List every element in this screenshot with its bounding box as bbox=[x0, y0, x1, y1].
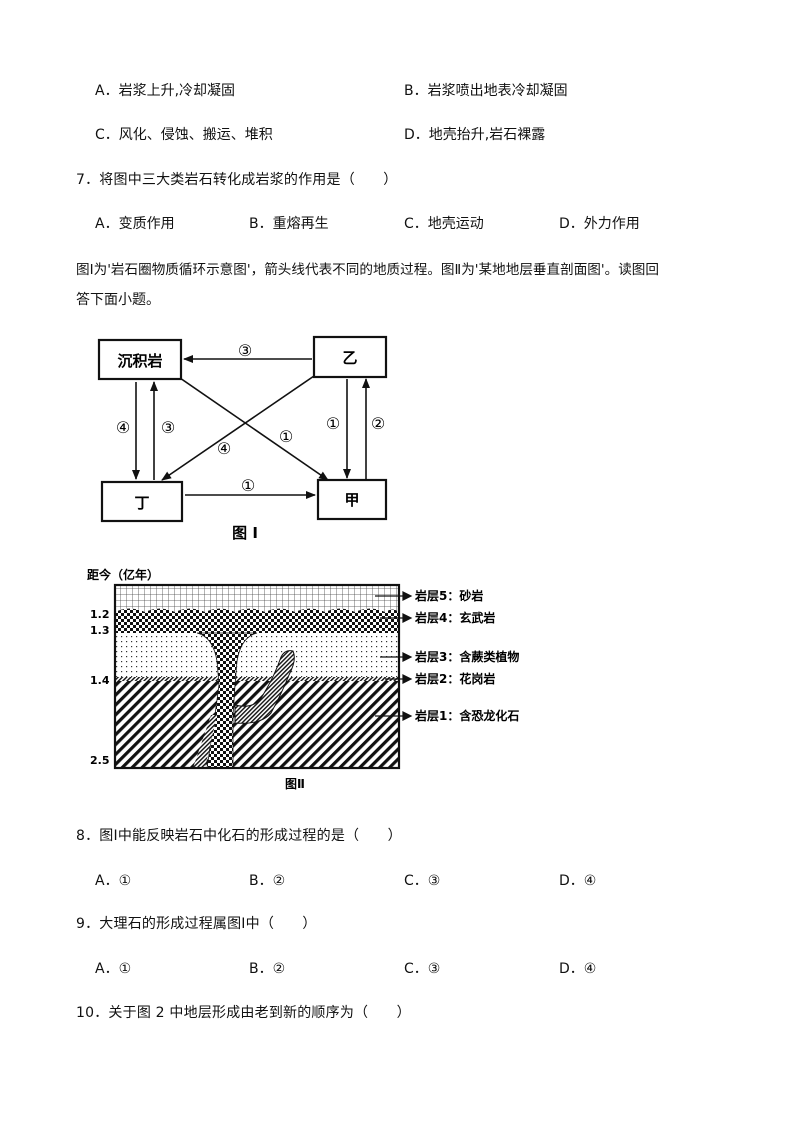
label-layer-1: 岩层1：含恐龙化石 bbox=[414, 708, 519, 723]
section-frame bbox=[113, 583, 401, 770]
box-jia bbox=[316, 478, 388, 521]
tick-1-2: 1.2 bbox=[90, 608, 110, 621]
layer-1 bbox=[115, 675, 399, 768]
label-bottom: ① bbox=[241, 476, 255, 495]
intro-line-2: 答下面小题。 bbox=[76, 292, 160, 308]
box-yi bbox=[312, 335, 388, 379]
label-left-down: ④ bbox=[116, 418, 130, 437]
figure2-caption: 图Ⅱ bbox=[285, 777, 305, 791]
box-yi-label: 乙 bbox=[342, 349, 357, 367]
label-layer-4: 岩层4：玄武岩 bbox=[414, 610, 495, 625]
q7-option-a: A．变质作用 bbox=[95, 216, 175, 232]
label-right-up: ② bbox=[371, 414, 385, 433]
q9-stem: 9．大理石的形成过程属图Ⅰ中（ ） bbox=[76, 916, 317, 932]
tick-2-5: 2.5 bbox=[90, 754, 110, 767]
q8-option-d: D．④ bbox=[559, 873, 597, 889]
q9-option-a: A．① bbox=[95, 961, 132, 977]
box-ding bbox=[100, 480, 184, 523]
layer-5 bbox=[115, 585, 399, 612]
label-layer-2: 岩层2：花岗岩 bbox=[414, 671, 495, 686]
intro-line-1: 图Ⅰ为'岩石圈物质循环示意图'，箭头线代表不同的地质过程。图Ⅱ为'某地地层垂直剖… bbox=[76, 262, 659, 278]
q6-option-b: B．岩浆喷出地表冷却凝固 bbox=[404, 83, 568, 99]
arrow-sed-to-jia bbox=[179, 377, 329, 481]
label-top: ③ bbox=[238, 341, 252, 360]
box-sedimentary-label: 沉积岩 bbox=[117, 352, 162, 370]
q7-option-b: B．重熔再生 bbox=[249, 216, 329, 232]
label-layer-3: 岩层3：含蕨类植物 bbox=[414, 649, 519, 664]
q8-option-a: A．① bbox=[95, 873, 132, 889]
figure1-caption: 图 I bbox=[232, 524, 258, 542]
box-sedimentary bbox=[97, 338, 183, 381]
granite-root bbox=[193, 715, 217, 768]
q8-option-b: B．② bbox=[249, 873, 286, 889]
granite-dike bbox=[234, 650, 295, 724]
q8-stem: 8．图Ⅰ中能反映岩石中化石的形成过程的是（ ） bbox=[76, 828, 402, 844]
q7-stem: 7．将图中三大类岩石转化成岩浆的作用是（ ） bbox=[76, 172, 398, 188]
q9-option-b: B．② bbox=[249, 961, 286, 977]
q8-option-c: C．③ bbox=[404, 873, 441, 889]
q6-option-a: A．岩浆上升,冷却凝固 bbox=[95, 83, 236, 99]
label-left-up: ③ bbox=[161, 418, 175, 437]
box-ding-label: 丁 bbox=[134, 494, 149, 512]
q6-option-c: C．风化、侵蚀、搬运、堆积 bbox=[95, 127, 273, 143]
label-diag-a: ④ bbox=[217, 439, 231, 458]
basalt-dike bbox=[196, 632, 258, 768]
tick-1-4: 1.4 bbox=[90, 674, 110, 687]
label-layer-5: 岩层5：砂岩 bbox=[414, 588, 483, 603]
q9-option-d: D．④ bbox=[559, 961, 597, 977]
q10-stem: 10．关于图 2 中地层形成由老到新的顺序为（ ） bbox=[76, 1005, 411, 1021]
arrow-yi-to-ding bbox=[161, 375, 315, 481]
axis-title: 距今（亿年） bbox=[87, 567, 159, 582]
figure-rock-cycle: 沉积岩 乙 丁 甲 ③ ④ ③ ④ ① ① ② ① 图 I bbox=[97, 335, 388, 542]
q7-option-c: C．地壳运动 bbox=[404, 216, 484, 232]
q6-option-d: D．地壳抬升,岩石裸露 bbox=[404, 127, 546, 143]
tick-1-3: 1.3 bbox=[90, 624, 110, 637]
layer-4 bbox=[115, 608, 399, 633]
box-jia-label: 甲 bbox=[344, 491, 359, 509]
figure-strata-section: 距今（亿年） 1.2 1.3 1.4 2.5 岩层5：砂岩 岩层4：玄武岩 岩层… bbox=[87, 567, 519, 791]
q9-option-c: C．③ bbox=[404, 961, 441, 977]
q7-option-d: D．外力作用 bbox=[559, 216, 640, 232]
layer-3 bbox=[115, 633, 399, 677]
label-diag-b: ① bbox=[279, 427, 293, 446]
label-right-down: ① bbox=[326, 414, 340, 433]
